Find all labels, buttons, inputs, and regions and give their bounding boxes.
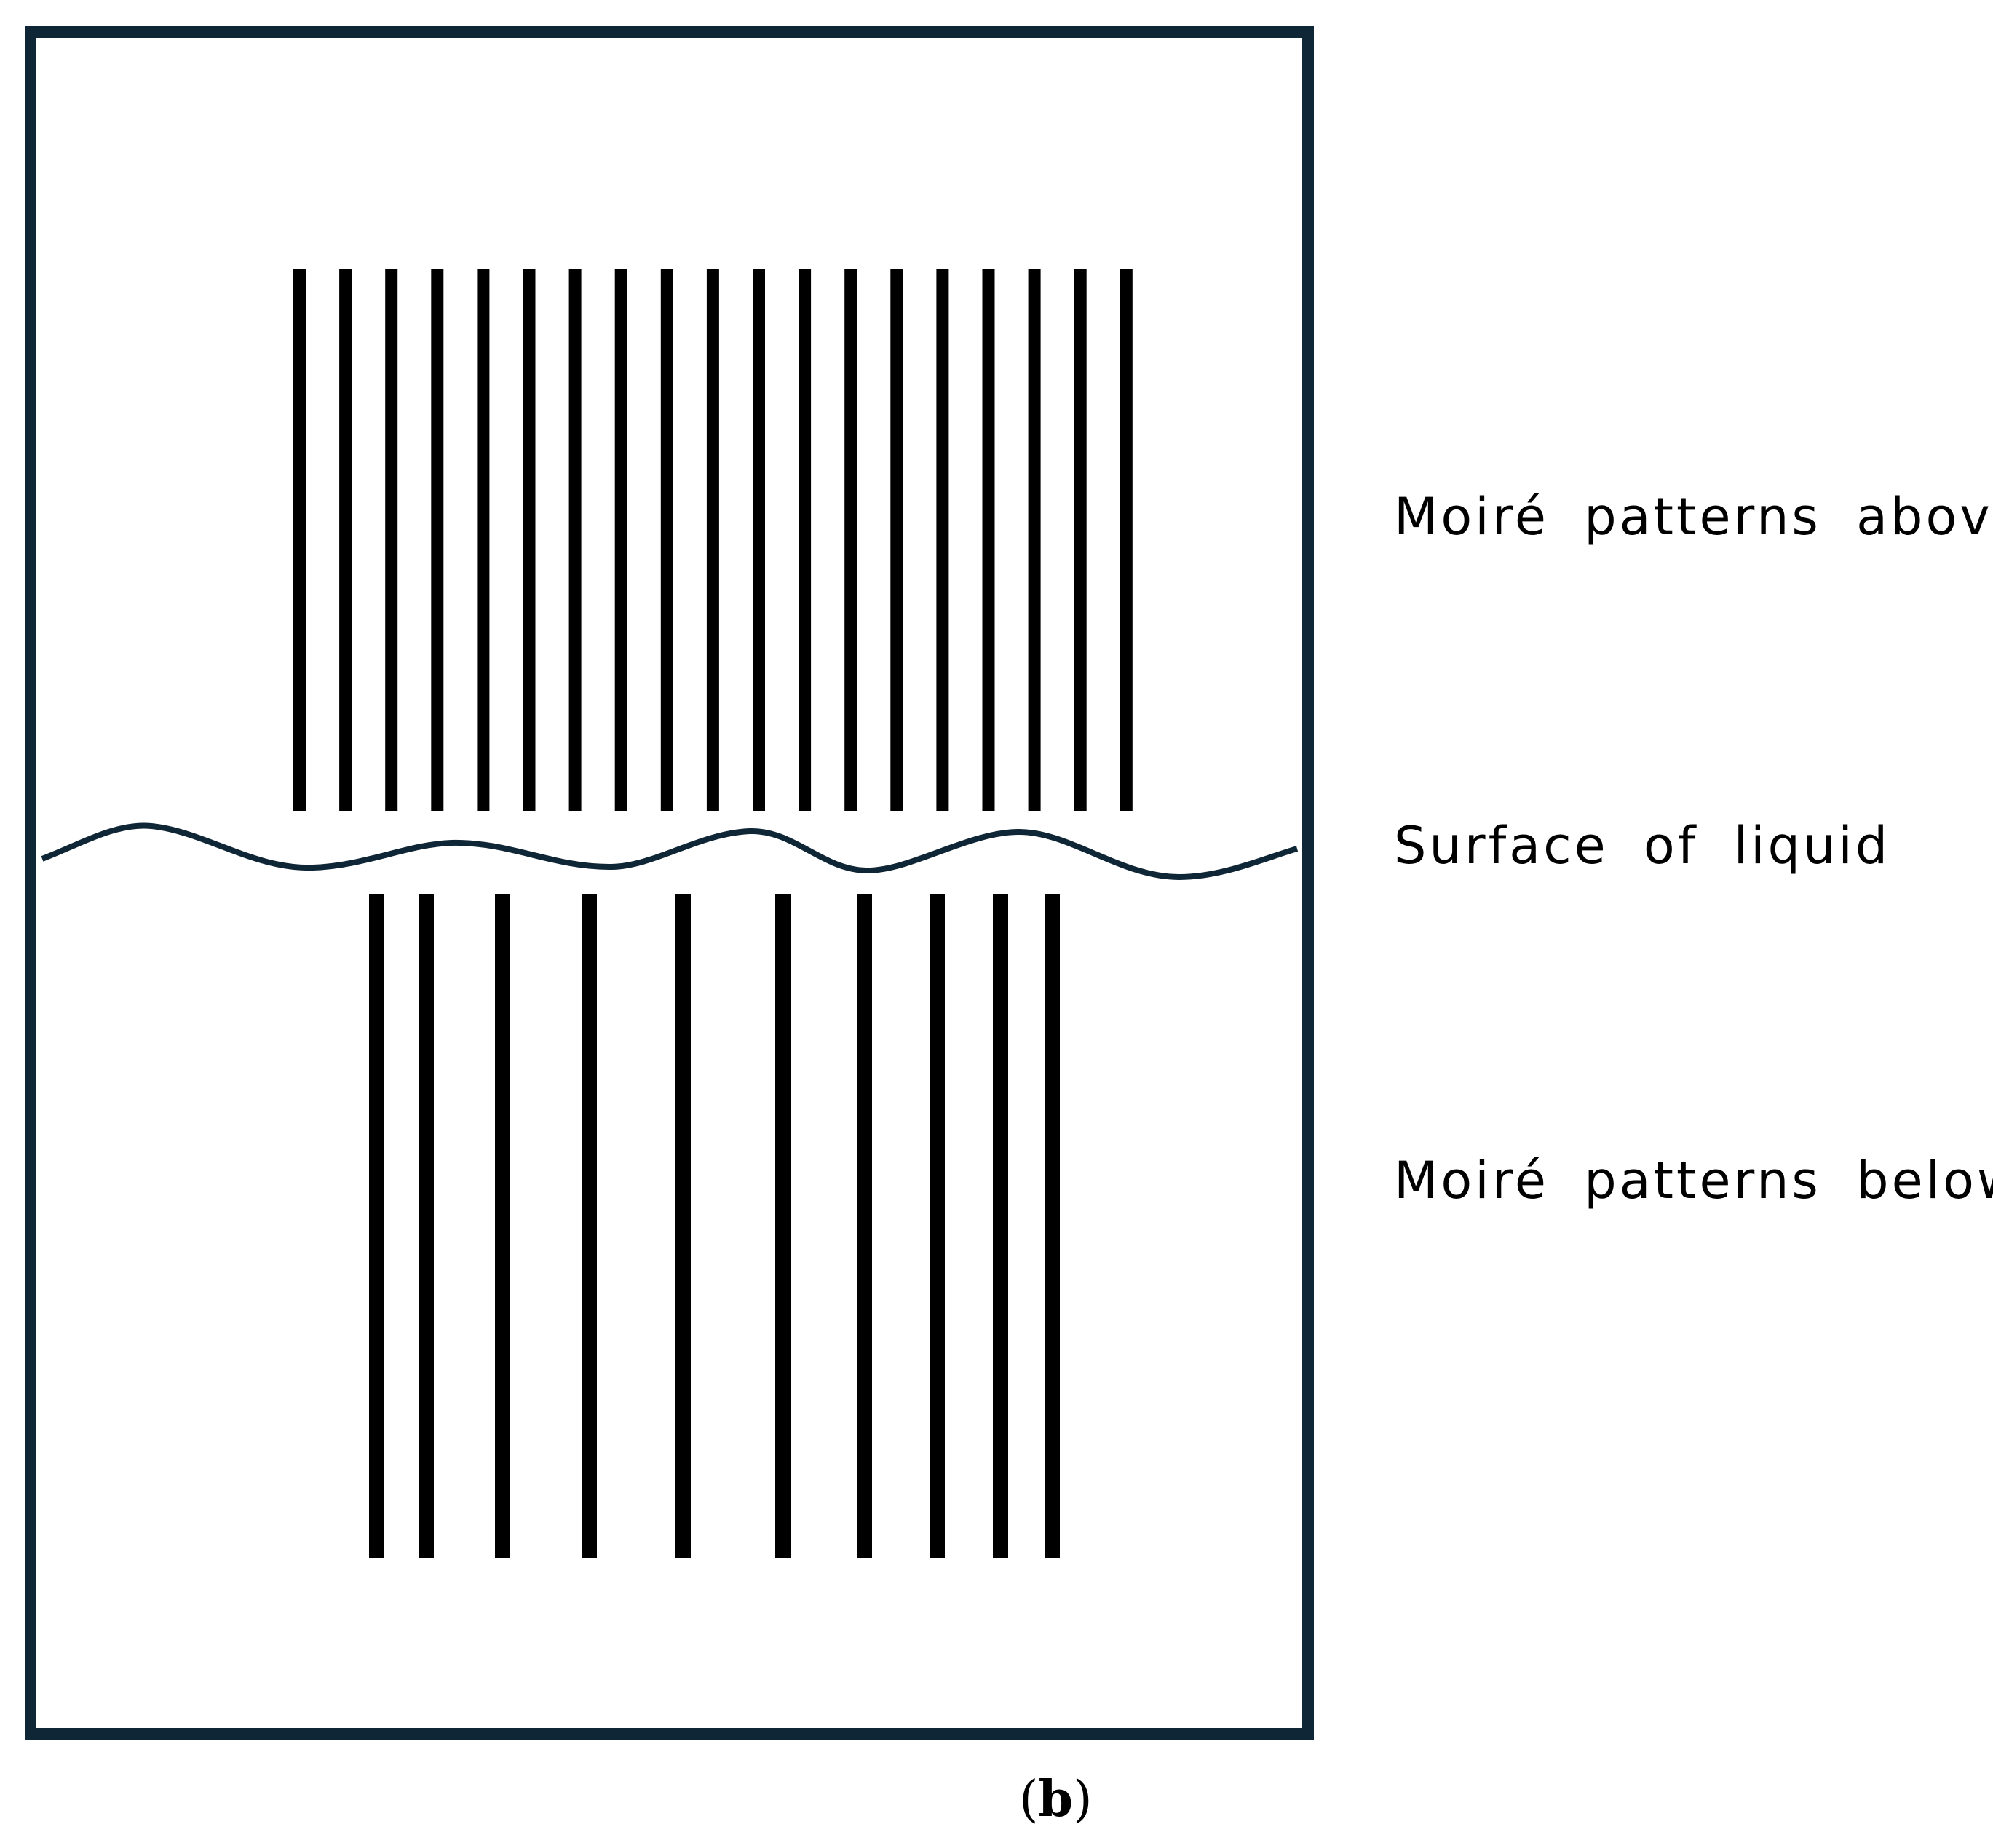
stripe-above [523, 269, 536, 811]
stripe-above [890, 269, 903, 811]
stripe-above [431, 269, 444, 811]
stripe-above [844, 269, 857, 811]
label-moire-above: Moiré patterns above [1394, 487, 1993, 547]
liquid-surface-line [41, 822, 1299, 881]
stripe-above [339, 269, 352, 811]
label-moire-below: Moiré patterns below [1394, 1151, 1993, 1210]
stripe-above [799, 269, 812, 811]
moire-pattern-below [369, 894, 1060, 1558]
stripe-below [993, 894, 1008, 1558]
stripe-above [660, 269, 673, 811]
stripe-above [1120, 269, 1133, 811]
moire-pattern-above [293, 269, 1133, 811]
stripe-above [1074, 269, 1087, 811]
figure-caption: (b) [1019, 1774, 1093, 1825]
stripe-below [1045, 894, 1060, 1558]
stripe-below [495, 894, 510, 1558]
stripe-above [753, 269, 765, 811]
stripe-above [982, 269, 995, 811]
stripe-above [706, 269, 719, 811]
stripe-below [582, 894, 597, 1558]
stripe-above [385, 269, 398, 811]
stripe-above [936, 269, 949, 811]
stripe-above [568, 269, 582, 811]
caption-close-paren: ) [1073, 1771, 1093, 1828]
stripe-below [857, 894, 872, 1558]
stripe-below [419, 894, 434, 1558]
stripe-above [293, 269, 306, 811]
stripe-above [1028, 269, 1041, 811]
label-surface-of-liquid: Surface of liquid [1394, 816, 1891, 876]
caption-letter: b [1038, 1770, 1074, 1828]
stripe-below [930, 894, 945, 1558]
stripe-above [614, 269, 627, 811]
stripe-below [369, 894, 384, 1558]
container-frame [25, 26, 1314, 1740]
caption-open-paren: ( [1019, 1771, 1039, 1828]
stripe-below [675, 894, 691, 1558]
stripe-below [775, 894, 791, 1558]
stripe-above [477, 269, 490, 811]
